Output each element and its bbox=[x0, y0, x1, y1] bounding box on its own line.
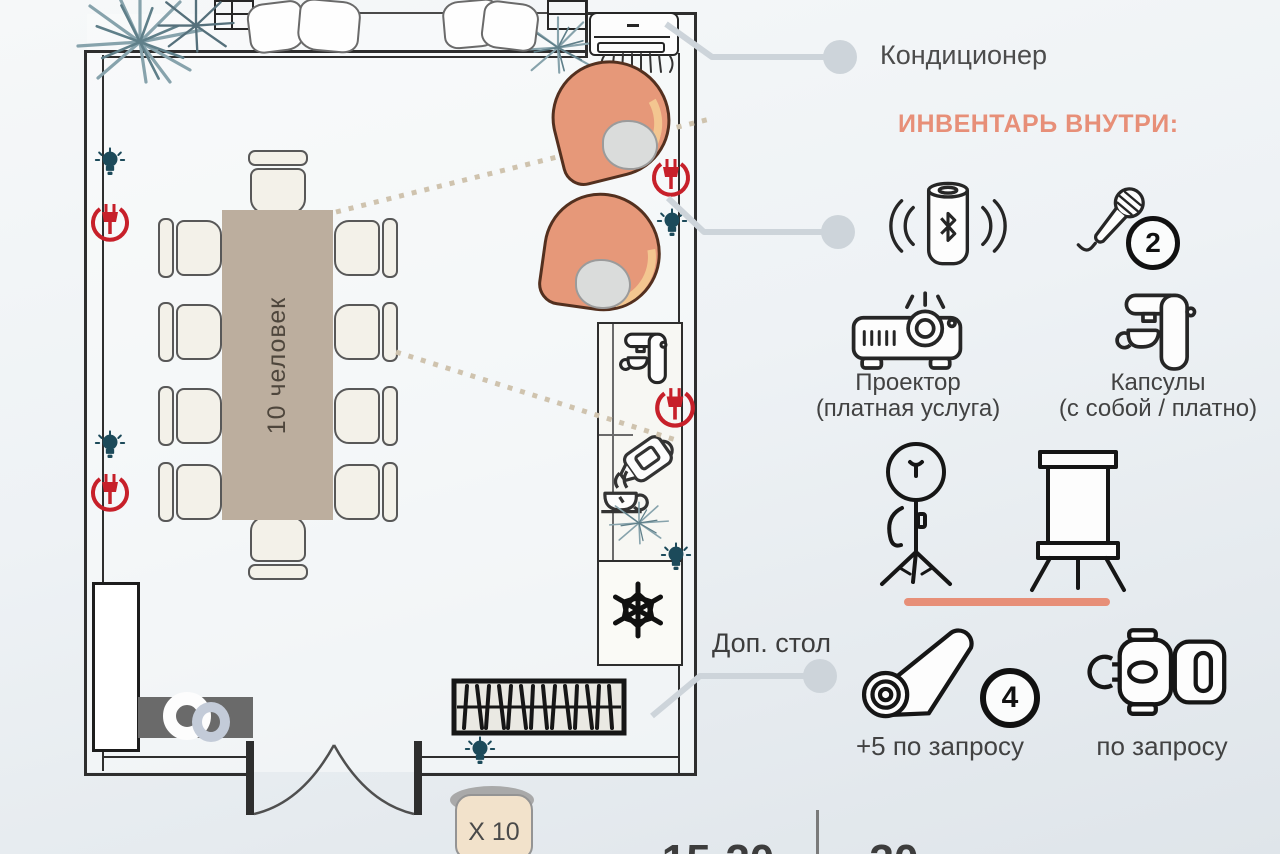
capacity-value: 15-20 чел bbox=[620, 836, 816, 854]
conference-table: 10 человек bbox=[222, 210, 333, 520]
coffee-capsule-machine-icon bbox=[1115, 293, 1197, 371]
chair bbox=[158, 302, 222, 362]
wall-left-inner bbox=[102, 55, 104, 771]
stool-stack: X 10 bbox=[450, 786, 534, 854]
armchair bbox=[535, 185, 675, 327]
lightbulb-icon bbox=[94, 430, 126, 458]
lightbulb-icon bbox=[94, 147, 126, 175]
power-outlet-icon bbox=[652, 159, 690, 197]
mic-count-badge: 2 bbox=[1126, 216, 1180, 270]
ac-label: Кондиционер bbox=[880, 40, 1047, 70]
mat-note: +5 по запросу bbox=[855, 731, 1024, 761]
folded-extra-table bbox=[451, 678, 627, 736]
flipchart-icon bbox=[1030, 450, 1126, 592]
snowflake-icon bbox=[612, 581, 664, 639]
wall-bottom-outer-right bbox=[422, 773, 697, 776]
cabinet bbox=[92, 582, 140, 752]
door-post-right bbox=[414, 741, 422, 815]
wall-bottom-inner-right bbox=[422, 756, 678, 758]
wall-bottom-inner-left bbox=[102, 756, 246, 758]
plant-icon bbox=[517, 16, 599, 74]
chair bbox=[158, 462, 222, 522]
chair bbox=[158, 218, 222, 278]
lightbulb-icon bbox=[660, 542, 692, 570]
projector-label-line1: Проектор bbox=[855, 369, 961, 396]
wall-bottom-outer-left bbox=[84, 773, 246, 776]
air-conditioner-icon bbox=[589, 12, 679, 56]
door-post-left bbox=[246, 741, 254, 815]
wall-left-outer bbox=[84, 50, 87, 776]
section-divider bbox=[904, 598, 1110, 606]
power-outlet-icon bbox=[91, 474, 129, 512]
microphone-icon bbox=[1076, 187, 1145, 252]
floor-plan: 10 человек bbox=[76, 0, 715, 854]
area-value: 30 м.кв bbox=[824, 836, 964, 854]
power-outlet-icon bbox=[91, 204, 129, 242]
plant-icon bbox=[76, 0, 204, 84]
armchair bbox=[539, 47, 683, 191]
wall-right-outer bbox=[694, 12, 697, 776]
plant-icon bbox=[157, 0, 235, 53]
lightbulb-icon bbox=[464, 736, 496, 764]
window-sill bbox=[252, 12, 548, 14]
extra-table-label: Доп. стол bbox=[712, 628, 831, 658]
power-outlet-icon bbox=[655, 388, 695, 428]
ring-light-icon bbox=[880, 442, 952, 586]
bluetooth-speaker-icon bbox=[889, 181, 1007, 266]
door-swing bbox=[253, 744, 415, 816]
dotted-guides bbox=[335, 115, 715, 443]
plant-icon bbox=[608, 501, 670, 545]
massage-chair-icon bbox=[1087, 628, 1227, 716]
massage-note: по запросу bbox=[1096, 731, 1228, 761]
projector-icon bbox=[851, 291, 963, 370]
footer-divider bbox=[816, 810, 819, 854]
mat-count-badge: 4 bbox=[980, 668, 1040, 728]
roll-gray bbox=[192, 702, 230, 742]
inventory-title: ИНВЕНТАРЬ ВНУТРИ: bbox=[898, 110, 1179, 138]
projector-label-line2: (платная услуга) bbox=[815, 395, 1001, 422]
stool-count-label: X 10 bbox=[468, 818, 520, 846]
coffee-machine-icon bbox=[619, 332, 668, 385]
wall-top-inner bbox=[102, 56, 588, 58]
chair bbox=[158, 386, 222, 446]
capsules-label-line1: Капсулы bbox=[1110, 369, 1206, 396]
yoga-mat-icon bbox=[861, 628, 974, 719]
capsules-label-line2: (с собой / платно) bbox=[1058, 395, 1258, 422]
legend-panel: Кондиционер ИНВЕНТАРЬ ВНУТРИ: bbox=[780, 0, 1280, 854]
